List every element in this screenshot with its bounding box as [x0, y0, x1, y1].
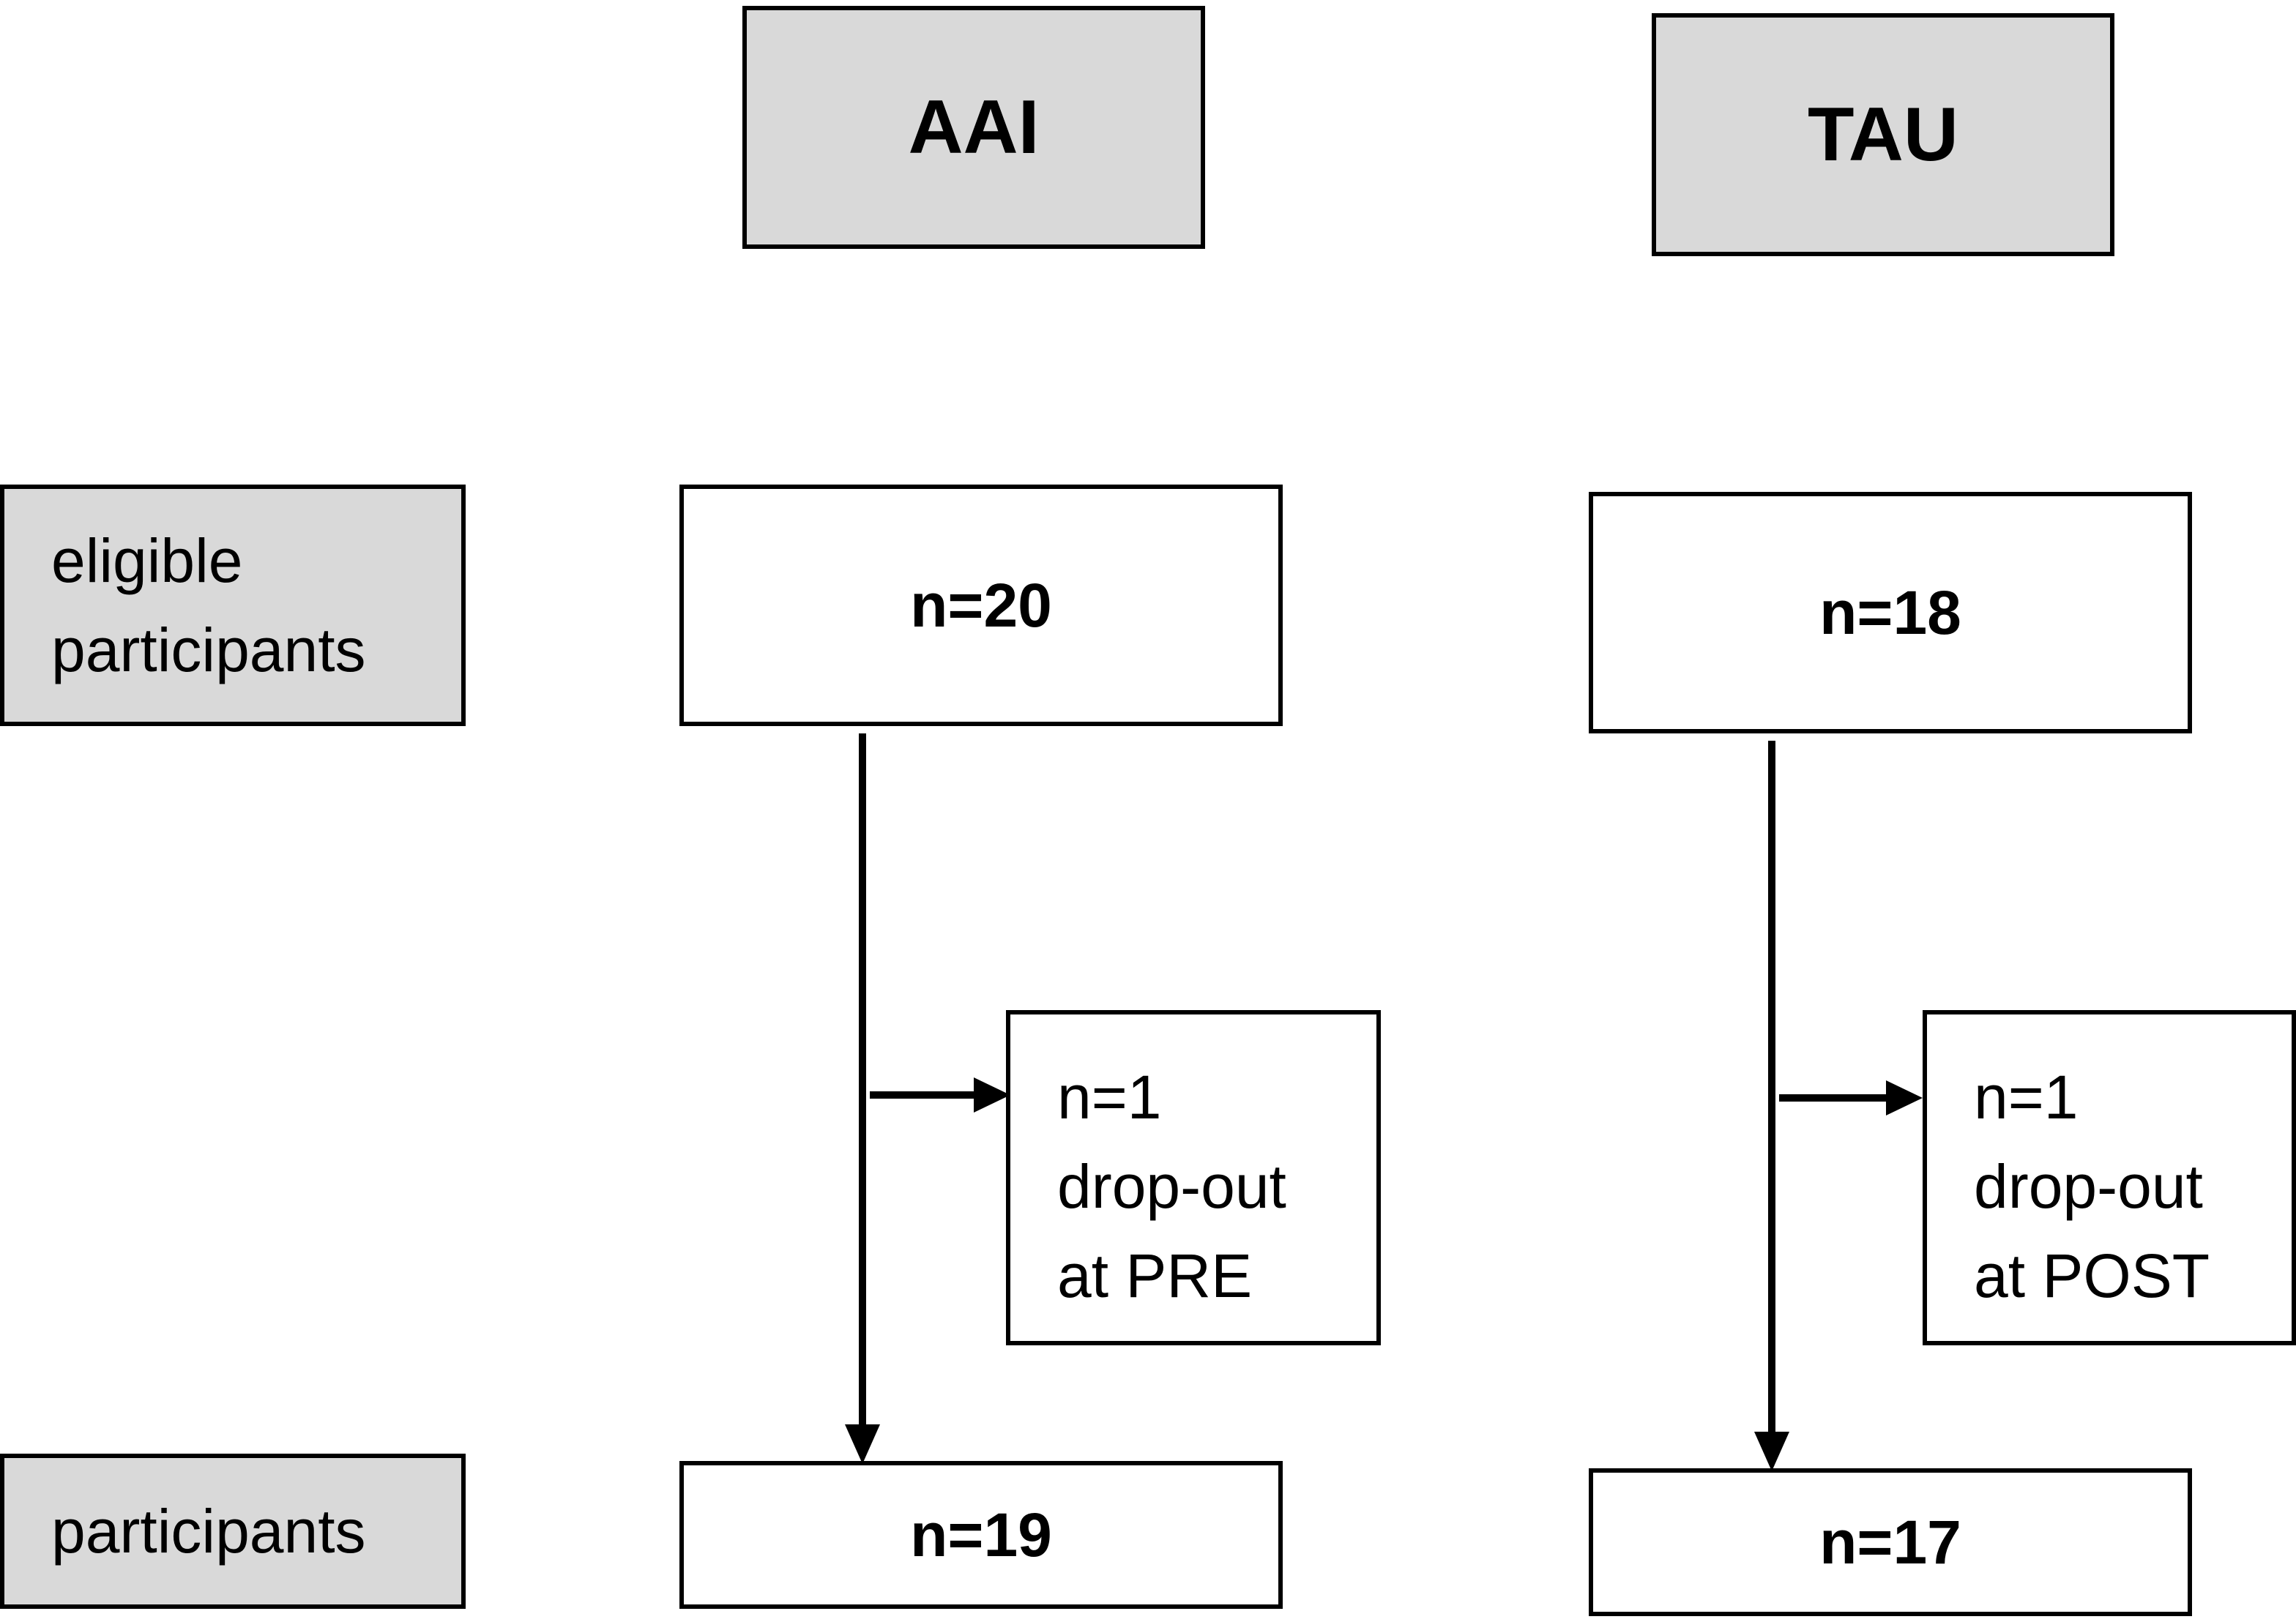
aai-header-label: AAI	[908, 84, 1040, 170]
aai-dropout-box: n=1 drop-out at PRE	[1006, 1010, 1381, 1345]
tau-final-box: n=17	[1589, 1468, 2192, 1616]
aai-dropout-timepoint: at PRE	[1057, 1241, 1253, 1310]
aai-dropout-label: drop-out	[1057, 1152, 1286, 1221]
tau-eligible-box: n=18	[1589, 492, 2192, 733]
eligible-row-label-line-1: eligible	[51, 526, 243, 595]
tau-header-label: TAU	[1807, 91, 1959, 177]
aai-header-box: AAI	[742, 6, 1205, 249]
aai-dropout-arrowhead	[974, 1077, 1010, 1113]
tau-dropout-count: n=1	[1974, 1063, 2079, 1132]
tau-final-count: n=17	[1819, 1507, 1961, 1577]
eligible-row-label: eligible participants	[0, 485, 466, 726]
participants-row-label: participants	[0, 1454, 466, 1609]
tau-dropout-timepoint: at POST	[1974, 1241, 2210, 1310]
tau-eligible-count: n=18	[1819, 578, 1961, 647]
tau-dropout-arrowhead	[1886, 1080, 1923, 1115]
eligible-row-label-line-2: participants	[51, 616, 366, 684]
aai-eligible-box: n=20	[679, 485, 1283, 726]
tau-header-box: TAU	[1652, 13, 2114, 256]
aai-final-box: n=19	[679, 1461, 1283, 1609]
aai-vertical-arrowhead	[845, 1424, 880, 1464]
aai-final-count: n=19	[910, 1500, 1052, 1569]
aai-eligible-count: n=20	[910, 570, 1052, 640]
participants-row-label-text: participants	[51, 1497, 366, 1566]
tau-dropout-box: n=1 drop-out at POST	[1923, 1010, 2296, 1345]
aai-dropout-count: n=1	[1057, 1063, 1162, 1132]
tau-dropout-label: drop-out	[1974, 1152, 2203, 1221]
tau-vertical-arrowhead	[1754, 1432, 1789, 1471]
